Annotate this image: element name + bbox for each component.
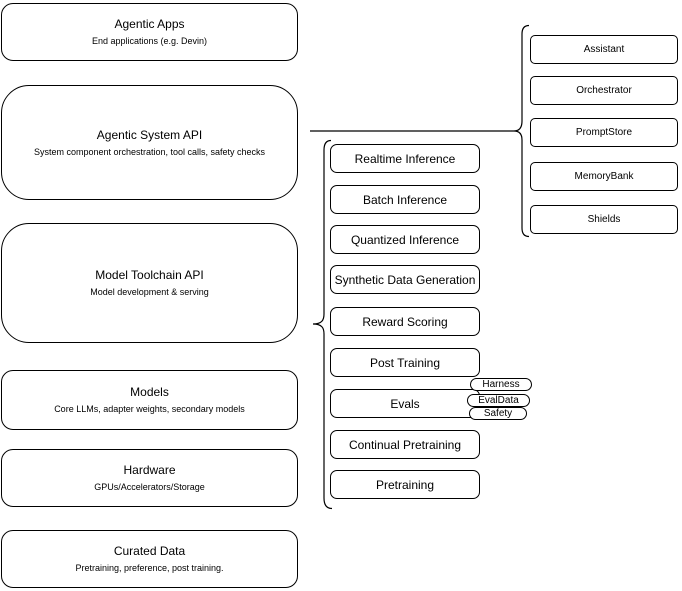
node-title: Curated Data	[113, 544, 186, 559]
node-model-toolchain-api: Model Toolchain API Model development & …	[1, 223, 298, 343]
node-subtitle: System component orchestration, tool cal…	[33, 146, 266, 157]
node-label: Orchestrator	[576, 85, 632, 96]
node-pretraining: Pretraining	[330, 470, 480, 499]
node-evals: Evals	[330, 389, 480, 418]
node-label: MemoryBank	[574, 171, 634, 182]
pill-label: Safety	[483, 407, 513, 419]
node-title: Model Toolchain API	[95, 268, 204, 283]
node-post-training: Post Training	[330, 348, 480, 377]
node-orchestrator: Orchestrator	[530, 76, 678, 105]
node-title: Hardware	[123, 463, 176, 478]
node-assistant: Assistant	[530, 35, 678, 64]
node-label: Evals	[390, 396, 420, 411]
node-label: PromptStore	[575, 127, 633, 138]
node-label: Continual Pretraining	[348, 437, 462, 452]
node-label: Realtime Inference	[354, 151, 456, 166]
node-agentic-system-api: Agentic System API System component orch…	[1, 85, 298, 200]
node-synthetic-data-generation: Synthetic Data Generation	[330, 265, 480, 294]
node-reward-scoring: Reward Scoring	[330, 307, 480, 336]
node-label: Shields	[587, 214, 621, 225]
node-label: Synthetic Data Generation	[334, 272, 476, 287]
node-label: Reward Scoring	[362, 314, 448, 329]
node-curated-data: Curated Data Pretraining, preference, po…	[1, 530, 298, 588]
node-subtitle: Model development & serving	[90, 287, 209, 298]
node-hardware: Hardware GPUs/Accelerators/Storage	[1, 449, 298, 507]
node-promptstore: PromptStore	[530, 118, 678, 147]
node-label: Quantized Inference	[350, 232, 460, 247]
node-quantized-inference: Quantized Inference	[330, 225, 480, 254]
node-shields: Shields	[530, 205, 678, 234]
eval-tag-safety: Safety	[469, 407, 527, 420]
node-batch-inference: Batch Inference	[330, 185, 480, 214]
node-memorybank: MemoryBank	[530, 162, 678, 191]
node-subtitle: End applications (e.g. Devin)	[91, 36, 208, 47]
node-title: Agentic Apps	[114, 17, 185, 32]
node-subtitle: Pretraining, preference, post training.	[75, 563, 224, 574]
node-label: Batch Inference	[362, 192, 448, 207]
eval-tag-evaldata: EvalData	[467, 394, 530, 407]
node-title: Models	[130, 385, 169, 400]
node-subtitle: GPUs/Accelerators/Storage	[94, 482, 205, 493]
node-models: Models Core LLMs, adapter weights, secon…	[1, 370, 298, 430]
components-brace	[513, 24, 530, 238]
node-title: Agentic System API	[96, 127, 203, 142]
node-agentic-apps: Agentic Apps End applications (e.g. Devi…	[1, 3, 298, 61]
node-label: Pretraining	[375, 477, 435, 492]
pill-label: Harness	[482, 378, 520, 390]
eval-tag-harness: Harness	[470, 378, 532, 391]
node-continual-pretraining: Continual Pretraining	[330, 430, 480, 459]
pill-label: EvalData	[478, 394, 519, 406]
node-realtime-inference: Realtime Inference	[330, 144, 480, 173]
node-label: Post Training	[369, 355, 441, 370]
node-subtitle: Core LLMs, adapter weights, secondary mo…	[54, 404, 245, 415]
node-label: Assistant	[583, 44, 625, 55]
